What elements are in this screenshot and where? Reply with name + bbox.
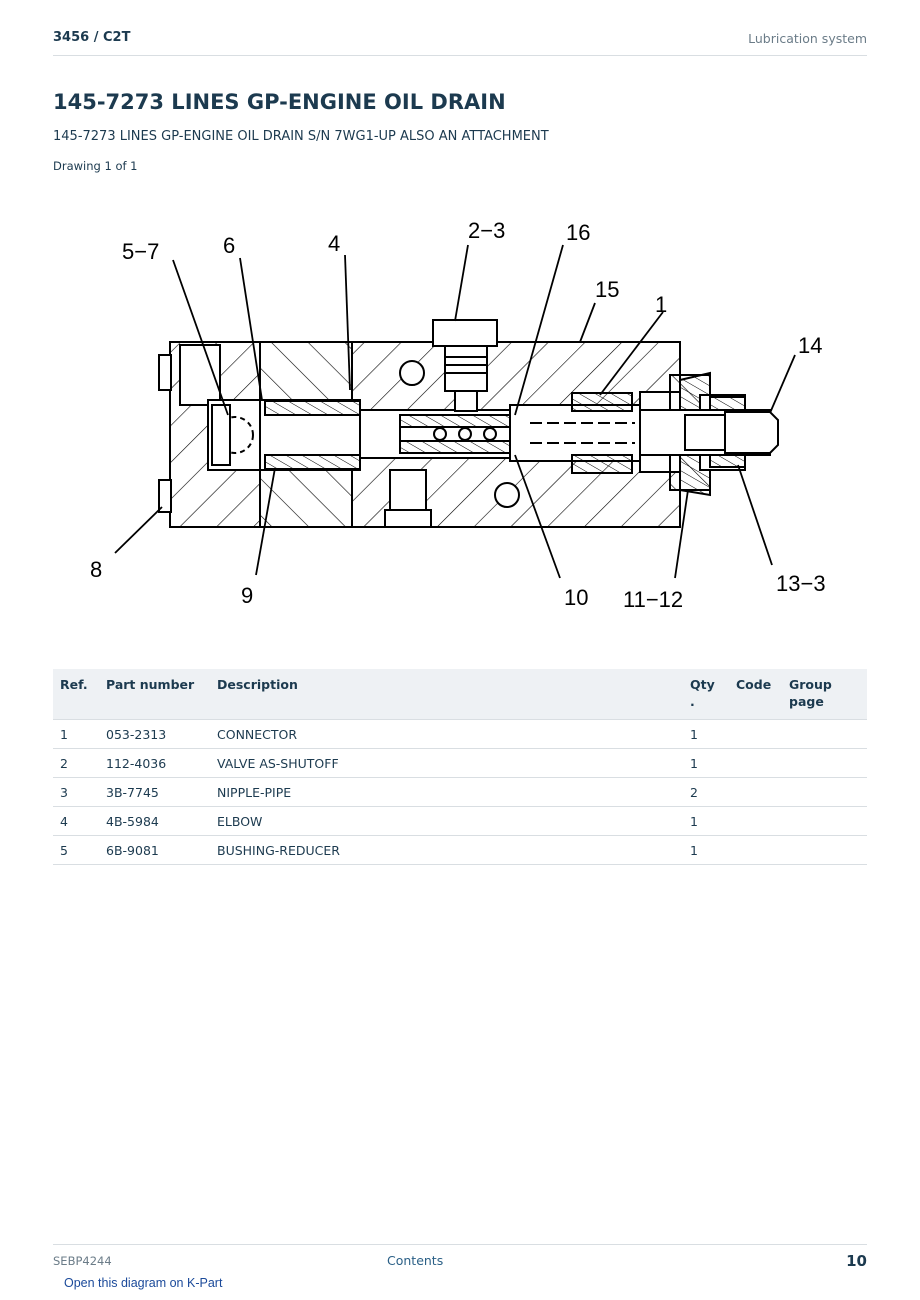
cell-qty: 1 <box>683 719 729 749</box>
callout-8: 8 <box>90 557 102 582</box>
open-kpart-link[interactable]: Open this diagram on K-Part <box>64 1276 223 1290</box>
table-row: 3 3B-7745 NIPPLE-PIPE 2 <box>53 777 867 807</box>
model-label: 3456 / C2T <box>53 30 131 45</box>
page-title: 145-7273 LINES GP-ENGINE OIL DRAIN <box>53 90 506 114</box>
cell-group-page <box>782 806 867 836</box>
cell-description: VALVE AS-SHUTOFF <box>210 748 683 778</box>
page-subtitle: 145-7273 LINES GP-ENGINE OIL DRAIN S/N 7… <box>53 129 549 144</box>
col-description: Description <box>210 669 683 720</box>
cell-group-page <box>782 748 867 778</box>
cell-ref: 1 <box>53 719 99 749</box>
cell-ref: 4 <box>53 806 99 836</box>
cell-part-number: 053-2313 <box>99 719 210 749</box>
cell-code <box>729 777 782 807</box>
table-header-row: Ref. Part number Description Qty . Code … <box>53 669 867 720</box>
callout-1: 1 <box>655 292 667 317</box>
drawing-label: Drawing 1 of 1 <box>53 159 138 173</box>
cell-group-page <box>782 777 867 807</box>
callout-15: 15 <box>595 277 619 302</box>
table-row: 4 4B-5984 ELBOW 1 <box>53 806 867 836</box>
cell-description: BUSHING-REDUCER <box>210 835 683 865</box>
callout-9: 9 <box>241 583 253 608</box>
cell-code <box>729 835 782 865</box>
table-row: 5 6B-9081 BUSHING-REDUCER 1 <box>53 835 867 865</box>
cell-group-page <box>782 719 867 749</box>
parts-table: Ref. Part number Description Qty . Code … <box>53 669 867 865</box>
cell-group-page <box>782 835 867 865</box>
col-code: Code <box>729 669 782 720</box>
page-header: 3456 / C2T Lubrication system <box>53 28 867 56</box>
cell-code <box>729 719 782 749</box>
parts-diagram: 5−7 6 4 2−3 16 15 1 14 8 9 10 11−12 13−3 <box>90 218 826 612</box>
callout-13-3: 13−3 <box>776 571 826 596</box>
col-qty: Qty . <box>683 669 729 720</box>
cell-ref: 5 <box>53 835 99 865</box>
cell-part-number: 6B-9081 <box>99 835 210 865</box>
cell-qty: 1 <box>683 806 729 836</box>
callout-labels: 5−7 6 4 2−3 16 15 1 14 8 9 10 11−12 13−3 <box>90 218 826 612</box>
contents-link[interactable]: Contents <box>387 1253 444 1268</box>
callout-11-12: 11−12 <box>623 587 683 612</box>
callout-2-3: 2−3 <box>468 218 505 243</box>
callout-10: 10 <box>564 585 588 610</box>
cell-description: NIPPLE-PIPE <box>210 777 683 807</box>
valve-body <box>158 319 779 528</box>
col-group-page: Group page <box>782 669 867 720</box>
cell-ref: 2 <box>53 748 99 778</box>
cell-code <box>729 748 782 778</box>
document-id: SEBP4244 <box>53 1254 112 1268</box>
callout-16: 16 <box>566 220 590 245</box>
callout-14: 14 <box>798 333 822 358</box>
cell-part-number: 4B-5984 <box>99 806 210 836</box>
section-label: Lubrication system <box>748 31 867 46</box>
cell-qty: 2 <box>683 777 729 807</box>
cell-part-number: 112-4036 <box>99 748 210 778</box>
cell-qty: 1 <box>683 835 729 865</box>
page-footer: SEBP4244 Contents 10 <box>53 1244 867 1275</box>
callout-4: 4 <box>328 231 340 256</box>
cell-description: CONNECTOR <box>210 719 683 749</box>
table-row: 2 112-4036 VALVE AS-SHUTOFF 1 <box>53 748 867 778</box>
col-part-number: Part number <box>99 669 210 720</box>
cell-description: ELBOW <box>210 806 683 836</box>
col-ref: Ref. <box>53 669 99 720</box>
cell-code <box>729 806 782 836</box>
cell-ref: 3 <box>53 777 99 807</box>
cell-qty: 1 <box>683 748 729 778</box>
leader-lines <box>114 244 796 579</box>
callout-5-7: 5−7 <box>122 239 159 264</box>
cell-part-number: 3B-7745 <box>99 777 210 807</box>
table-row: 1 053-2313 CONNECTOR 1 <box>53 719 867 749</box>
page-number: 10 <box>846 1252 867 1270</box>
callout-6: 6 <box>223 233 235 258</box>
